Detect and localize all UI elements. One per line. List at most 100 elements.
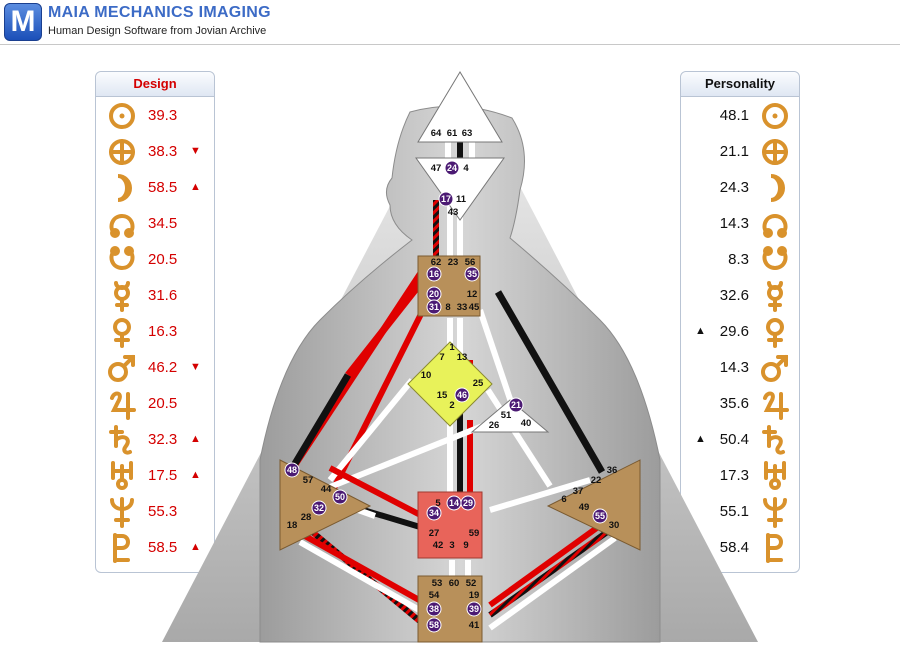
gate-35: 35 [467,269,477,279]
personality-value: 24.3 [719,179,749,196]
design-row-moon: 58.5▲ [96,170,214,206]
design-row-uranus: 17.5 ▲ [96,458,214,494]
gate-41: 41 [469,620,480,631]
gate-48: 48 [287,465,297,475]
design-value: 17.5 [148,467,178,484]
south-node-icon [106,244,138,276]
gate-20: 20 [429,289,439,299]
gate-12: 12 [467,289,478,300]
north-node-icon [106,208,138,240]
gate-50: 50 [335,492,345,502]
exalted-arrow-icon: ▲ [190,541,201,553]
active-gate-marker [426,505,442,521]
design-value: 46.2 [148,359,178,376]
moon-icon [106,172,138,204]
gate-9: 9 [463,540,468,551]
sun-icon [759,100,791,132]
app-logo: M [4,3,42,41]
design-row-neptune: 55.3 [96,494,214,530]
design-value: 55.3 [148,503,178,520]
active-gate-marker [438,191,454,207]
exalted-arrow-icon: ▲ [695,325,706,337]
design-value: 31.6 [148,287,178,304]
active-gate-marker [426,299,442,315]
design-value: 20.5 [148,251,178,268]
active-gate-marker [426,266,442,282]
detriment-arrow-icon: ▼ [190,361,201,373]
design-row-pluto: 58.5 ▲ [96,530,214,566]
jupiter-icon [106,388,138,420]
active-gate-marker [284,462,300,478]
design-value: 39.3 [148,107,178,124]
neptune-icon [759,496,791,528]
jupiter-icon [759,388,791,420]
gate-7: 7 [439,352,444,363]
moon-icon [759,172,791,204]
mars-icon [106,352,138,384]
personality-value: 32.6 [719,287,749,304]
mercury-icon [759,280,791,312]
active-gate-marker [460,495,476,511]
active-gate-marker [466,601,482,617]
personality-row-mercury: 32.6 [681,278,799,314]
personality-row-jupiter: 35.6 [681,386,799,422]
exalted-arrow-icon: ▲ [190,433,201,445]
active-gate-marker [454,387,470,403]
gate-56: 56 [465,257,476,268]
gate-45: 45 [469,302,480,313]
exalted-arrow-icon: ▲ [190,181,201,193]
gate-8: 8 [445,302,450,313]
gate-33: 33 [457,302,468,313]
design-row-mars: 46.2 ▼ [96,350,214,386]
gate-5: 5 [435,498,441,509]
head-center [417,71,503,143]
personality-value: 29.6 [719,323,749,340]
gate-64: 64 [431,128,442,139]
active-gate-marker [332,489,348,505]
design-value: 58.5 [148,539,178,556]
design-row-jupiter: 20.5 [96,386,214,422]
personality-value: 55.1 [719,503,749,520]
gate-42: 42 [433,540,444,551]
gate-62: 62 [431,257,442,268]
earth-icon [106,136,138,168]
active-gate-marker [426,601,442,617]
personality-value: 14.3 [719,215,749,232]
gate-31: 31 [429,302,439,312]
active-gate-marker [426,617,442,633]
gate-3: 3 [449,540,454,551]
gate-54: 54 [429,590,440,601]
pluto-icon [759,532,791,564]
exalted-arrow-icon: ▲ [190,469,201,481]
design-value: 32.3 [148,431,178,448]
personality-row-moon: 24.3 [681,170,799,206]
active-gate-marker [444,160,460,176]
gate-40: 40 [521,418,532,429]
personality-row-neptune: 55.1 [681,494,799,530]
mars-icon [759,352,791,384]
design-value: 38.3 [148,143,178,160]
gate-6: 6 [561,494,566,505]
active-gate-marker [508,397,524,413]
app-subtitle: Human Design Software from Jovian Archiv… [48,25,267,37]
personality-value: 50.4 [719,431,749,448]
ego-center [470,399,550,433]
gate-22: 22 [591,475,602,486]
gate-29: 29 [463,498,473,508]
gate-34: 34 [429,508,439,518]
gate-37: 37 [573,486,584,497]
active-gate-marker [592,508,608,524]
active-gate-marker [464,266,480,282]
personality-value: 58.4 [719,539,749,556]
venus-icon [106,316,138,348]
gate-10: 10 [421,370,432,381]
gate-36: 36 [607,465,618,476]
personality-row-saturn: 50.4▲ [681,422,799,458]
gate-18: 18 [287,520,298,531]
personality-row-sun: 48.1 [681,98,799,134]
detriment-arrow-icon: ▼ [190,145,201,157]
personality-value: 17.3 [719,467,749,484]
gate-63: 63 [462,128,473,139]
gate-57: 57 [303,475,314,486]
